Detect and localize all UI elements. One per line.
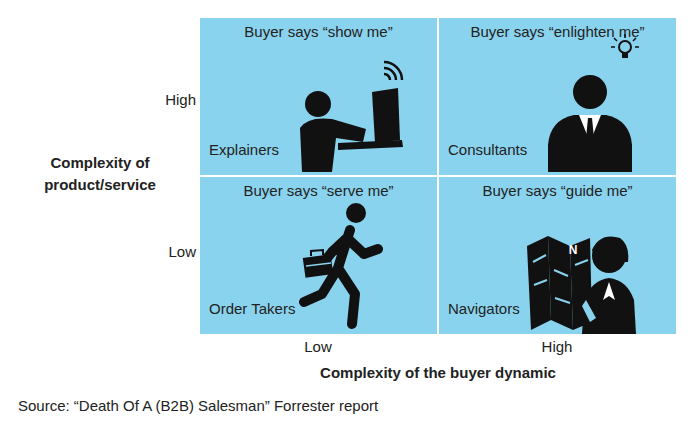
explainer-icon bbox=[300, 62, 403, 172]
person-body bbox=[300, 118, 366, 172]
bulb-base bbox=[622, 53, 628, 58]
shirt-collar bbox=[603, 282, 615, 300]
briefcase-line bbox=[306, 263, 331, 266]
axis-tick: Low bbox=[146, 241, 196, 263]
arm-outline bbox=[582, 300, 596, 322]
briefcase-handle bbox=[311, 250, 323, 256]
tie bbox=[586, 118, 594, 145]
buyer-quote: Buyer says “serve me” bbox=[200, 182, 437, 199]
buyer-quote: Buyer says “enlighten me” bbox=[439, 23, 676, 40]
runner-limbs bbox=[304, 230, 378, 324]
source-caption: Source: “Death Of A (B2B) Salesman” Forr… bbox=[18, 397, 378, 414]
person-hair bbox=[592, 237, 628, 263]
person-head bbox=[573, 75, 607, 109]
consultant-icon bbox=[548, 34, 639, 172]
person-body bbox=[582, 278, 636, 334]
wifi-arc bbox=[384, 68, 396, 80]
role-name: Order Takers bbox=[209, 300, 295, 317]
bulb-glass bbox=[619, 41, 631, 53]
quadrant-box: Buyer says “guide me” Navigators bbox=[439, 177, 676, 334]
role-name: Explainers bbox=[209, 141, 279, 158]
person-head bbox=[305, 91, 331, 117]
map-panel bbox=[527, 236, 551, 330]
navigator-icon bbox=[527, 236, 636, 334]
laptop-base bbox=[338, 140, 403, 150]
buyer-quote: Buyer says “show me” bbox=[200, 23, 437, 40]
axis-tick: High bbox=[146, 89, 196, 111]
compass-letter: N bbox=[566, 239, 580, 261]
person-head bbox=[592, 239, 626, 273]
quadrant-box: Buyer says “serve me” Order Takers bbox=[200, 177, 437, 334]
wifi-arc bbox=[384, 74, 390, 80]
suit-body bbox=[548, 115, 632, 172]
briefcase bbox=[303, 254, 334, 278]
bulb-rays bbox=[611, 34, 639, 47]
person-head bbox=[346, 203, 366, 223]
axis-tick: High bbox=[534, 336, 580, 358]
axis-title: Complexity of the buyer dynamic bbox=[200, 362, 676, 384]
map-lines bbox=[533, 255, 588, 303]
quadrant-box: Buyer says “show me” Explainers bbox=[200, 18, 437, 175]
laptop-screen bbox=[372, 88, 400, 143]
axis-tick: Low bbox=[296, 336, 340, 358]
role-name: Navigators bbox=[448, 300, 520, 317]
quadrant-box: Buyer says “enlighten me” Consultants bbox=[439, 18, 676, 175]
wifi-arc bbox=[384, 62, 402, 80]
buyer-quote: Buyer says “guide me” bbox=[439, 182, 676, 199]
axis-title: Complexity of product/service bbox=[25, 152, 175, 196]
role-name: Consultants bbox=[448, 141, 527, 158]
order-taker-icon bbox=[303, 203, 378, 324]
shirt-collar bbox=[579, 115, 601, 142]
